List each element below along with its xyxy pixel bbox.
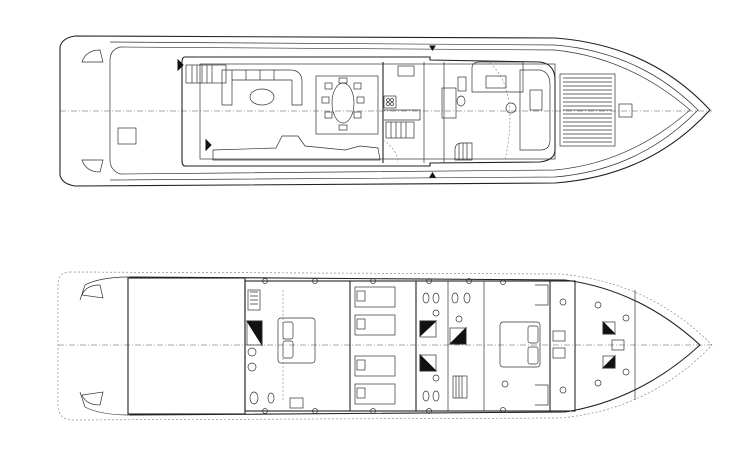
vip-bed bbox=[499, 321, 541, 368]
galley-sink bbox=[397, 65, 415, 77]
coffee-table bbox=[249, 88, 275, 106]
door-swing bbox=[489, 62, 511, 161]
engine-room bbox=[127, 277, 246, 415]
forward-stairs bbox=[454, 142, 473, 161]
main-deck-gunwale-line bbox=[109, 46, 691, 175]
cabinet bbox=[457, 76, 467, 92]
companionway-stairs bbox=[452, 375, 468, 399]
arrow-marker-icon bbox=[429, 45, 436, 51]
dining-chairs bbox=[321, 77, 365, 131]
wheelhouse-bench bbox=[441, 87, 457, 119]
settee-cushion bbox=[485, 75, 507, 89]
crew-area bbox=[552, 283, 636, 410]
foredeck-hatch bbox=[618, 103, 633, 118]
dining-area bbox=[315, 75, 379, 135]
stern-cleat-icon bbox=[81, 49, 104, 173]
master-cabin bbox=[246, 289, 316, 409]
master-bed bbox=[277, 317, 316, 364]
helm-console bbox=[519, 69, 551, 151]
galley-counter bbox=[384, 109, 421, 121]
lower-deck-plan bbox=[57, 271, 713, 421]
sofa-cushions bbox=[231, 70, 275, 80]
arrow-marker-icon bbox=[205, 138, 212, 152]
instrument-panel bbox=[529, 89, 543, 111]
head-toilet bbox=[456, 95, 466, 107]
foredeck-sunpad bbox=[559, 73, 616, 147]
main-deck-inner-hull-line bbox=[109, 41, 699, 181]
dining-table bbox=[331, 82, 355, 124]
stern-transom bbox=[79, 276, 131, 416]
arrow-marker-icon bbox=[177, 58, 184, 72]
cooktop bbox=[383, 95, 397, 109]
salon-walls bbox=[199, 63, 556, 160]
vip-cabin bbox=[499, 284, 549, 406]
salon-sofa bbox=[221, 69, 303, 106]
helm-settee bbox=[471, 61, 524, 93]
aft-stairs bbox=[185, 64, 227, 84]
side-settee bbox=[212, 135, 381, 161]
superstructure-outline bbox=[181, 56, 556, 167]
portholes bbox=[262, 278, 506, 414]
door-swing bbox=[382, 139, 399, 164]
stern-cleat-icon bbox=[81, 284, 104, 406]
accommodation-walls bbox=[244, 280, 576, 412]
main-deck-plan bbox=[59, 35, 712, 187]
twin-cabins bbox=[354, 286, 396, 405]
arrow-marker-icon bbox=[429, 172, 436, 178]
galley-stairs bbox=[385, 121, 415, 139]
hatch-icon bbox=[117, 127, 137, 145]
helm-seat bbox=[505, 102, 517, 114]
main-deck-hull-outline bbox=[59, 35, 711, 187]
lower-deck-hull-outer-dashed bbox=[57, 271, 713, 421]
lower-deck-hull-outline bbox=[129, 276, 701, 416]
guest-heads bbox=[419, 292, 471, 402]
